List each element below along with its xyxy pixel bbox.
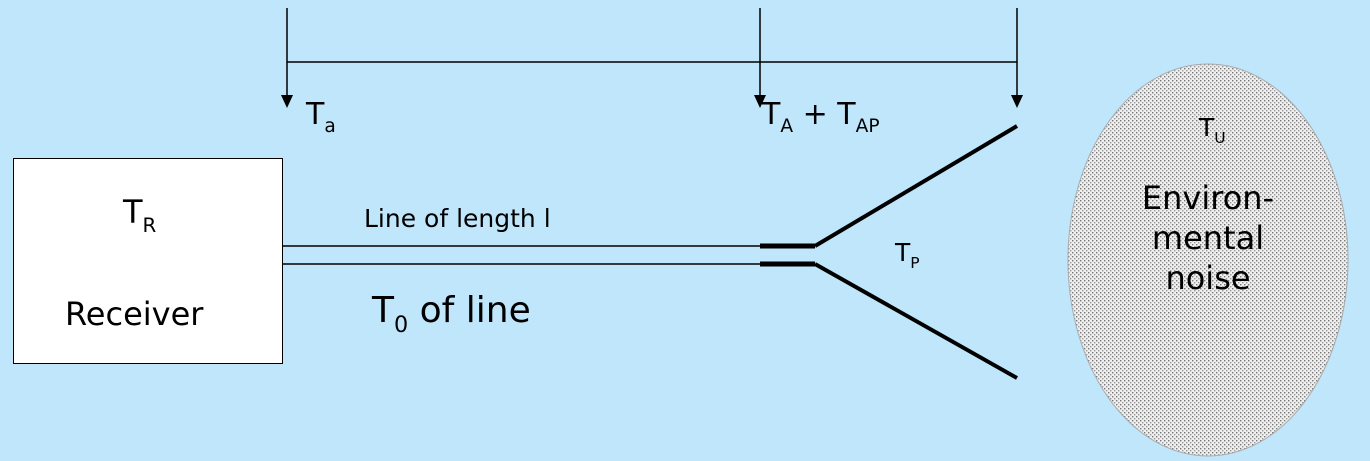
temperature-a: Ta	[306, 97, 336, 138]
antenna-arm-upper	[813, 124, 1019, 248]
temperature-p: TP	[895, 238, 920, 272]
receiver-label: Receiver	[65, 295, 204, 333]
environment-label: Environ- mental noise	[1088, 178, 1328, 298]
antenna-arm-lower	[814, 262, 1018, 380]
arrow-down-icon	[281, 95, 293, 108]
line-label: Line of length l	[364, 204, 551, 233]
arrow-down-icon	[1011, 95, 1023, 108]
temperature-antenna: TA + TAP	[762, 97, 880, 138]
environment-label-line2: mental	[1151, 219, 1265, 257]
line-temperature: T0 of line	[372, 290, 531, 339]
environment-label-line1: Environ-	[1141, 179, 1275, 217]
receiver-box	[13, 158, 283, 364]
environment-ellipse	[1067, 63, 1349, 457]
environment-label-line3: noise	[1165, 259, 1251, 297]
temperature-u: TU	[1199, 113, 1226, 147]
receiver-temperature: TR	[123, 193, 157, 237]
arrow-down-icon	[754, 95, 766, 108]
